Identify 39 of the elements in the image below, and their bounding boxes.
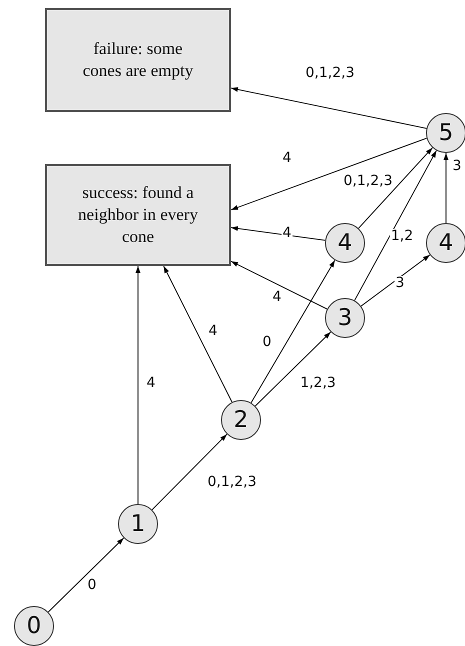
edge-label: 0,1,2,3 [304, 66, 356, 80]
state-number: 4 [338, 232, 352, 254]
arrow [230, 87, 427, 129]
arrow [358, 147, 433, 229]
edge-label: 4 [282, 151, 292, 165]
arrow [254, 332, 332, 406]
outcome-box [45, 164, 231, 266]
state-number: 4 [438, 232, 454, 254]
outcome-text: failure: some cones are empty [82, 38, 194, 82]
edge-label: 3 [452, 159, 462, 173]
edge-label: 0 [86, 578, 98, 592]
state-number: 2 [234, 408, 248, 432]
edge-label: 4 [272, 290, 282, 304]
edge-label: 4 [282, 226, 292, 240]
state-number: 1 [130, 512, 146, 536]
state-number: 0 [26, 614, 42, 638]
edge-label: 4 [208, 324, 218, 338]
edge-label: 1,2,3 [299, 376, 337, 390]
arrow [444, 152, 448, 224]
outcome-box [45, 8, 231, 112]
state-number: 3 [338, 306, 352, 330]
state-number: 5 [438, 122, 454, 144]
edge-label: 0,1,2,3 [342, 174, 394, 188]
arrow [152, 434, 228, 510]
edge-label: 4 [146, 376, 156, 390]
arrow [230, 226, 326, 241]
arrow [354, 150, 437, 301]
arrow [136, 266, 140, 504]
edge-label: 1,2 [390, 229, 414, 243]
arrow [48, 538, 124, 612]
edge-label: 0 [262, 335, 272, 349]
arrow [360, 254, 430, 307]
edge-label: 3 [394, 276, 406, 290]
outcome-text: success: found a neighbor in every cone [77, 182, 199, 248]
arrow [230, 138, 428, 210]
edge-label: 0,1,2,3 [206, 475, 258, 489]
arrow [163, 266, 232, 403]
arrow [250, 260, 336, 404]
arrow [230, 260, 328, 310]
